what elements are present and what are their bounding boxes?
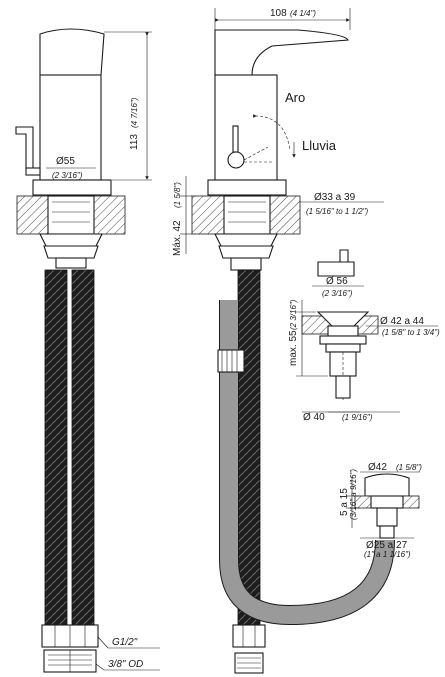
- trap-diameter-inch: (1 5/8"): [396, 463, 422, 472]
- diverter-lever: [232, 125, 239, 153]
- trap-hole-label: Ø25 a 27: [366, 540, 408, 551]
- left-hose-2: [71, 269, 95, 626]
- drain-tail-label: Ø 40: [303, 412, 325, 423]
- right-hose-dark: [237, 269, 261, 626]
- hole-diameter-inch: (1 5/16" to 1 1/2"): [306, 207, 368, 216]
- max-thickness-label: Máx. 42: [172, 220, 183, 256]
- drain-top-diameter-inch: (2 3/16"): [322, 289, 353, 298]
- left-side-view: 113 (4 7/16") Ø55 (2 3/16") G1/2" 3/8" O…: [15, 28, 160, 673]
- height-dimension-label: 113: [129, 134, 140, 150]
- drain-max-inch: (2 3/16"): [289, 299, 298, 330]
- width-dimension-inch: (4 1/4"): [290, 9, 316, 18]
- right-side-view: 108 (4 1/4") Aro Lluvia Máx. 42 (1 5/8")…: [172, 8, 395, 674]
- left-base-flange: [32, 179, 112, 196]
- left-spout-body: [39, 74, 102, 181]
- trap-diameter-label: Ø42: [368, 462, 387, 473]
- left-hose-1: [44, 269, 68, 626]
- right-lever-handle: [214, 29, 349, 76]
- drain-tail-inch: (1 9/16"): [342, 413, 373, 422]
- aro-label: Aro: [285, 90, 305, 105]
- left-side-lever: [15, 126, 34, 171]
- drain-max-label: max. 55: [288, 330, 299, 366]
- diverter-knob: [227, 151, 245, 169]
- drain-detail: Ø 56 (2 3/16") max. 55 (2 3/16") Ø 42 a …: [288, 249, 440, 423]
- right-fitting-upper: [232, 624, 266, 648]
- base-diameter-label: Ø55: [56, 156, 75, 167]
- drain-hole-inch: (1 5/8" to 1 3/4"): [382, 328, 440, 337]
- hole-diameter-label: Ø33 a 39: [314, 192, 356, 203]
- left-handle: [39, 28, 105, 76]
- drain-hole-label: Ø 42 a 44: [380, 316, 424, 327]
- trap-thickness-label: 5 a 15: [339, 488, 350, 516]
- right-base-flange: [207, 179, 287, 196]
- width-dimension-label: 108: [270, 8, 287, 19]
- max-thickness-inch: (1 5/8"): [173, 182, 182, 208]
- drain-top-diameter: Ø 56: [326, 276, 348, 287]
- trap-detail: Ø42 (1 5/8") 5 a 15 (3/16" a 9/16") Ø25 …: [339, 462, 422, 559]
- thread-g-label: G1/2": [112, 637, 138, 648]
- hose-clip: [217, 349, 245, 373]
- height-dimension-inch: (4 7/16"): [130, 97, 139, 128]
- trap-hole-inch: (1" a 1 1/16"): [364, 550, 411, 559]
- hose-od-label: 3/8" OD: [108, 659, 143, 670]
- right-spout-body: [214, 74, 278, 181]
- right-mounting-nut: [214, 233, 278, 247]
- left-mounting-nut: [39, 233, 103, 247]
- trap-flange: [364, 473, 410, 497]
- trap-thickness-inch: (3/16" a 9/16"): [349, 469, 358, 520]
- lluvia-label: Lluvia: [302, 138, 337, 153]
- drain-cap: [317, 261, 355, 277]
- base-diameter-inch: (2 3/16"): [52, 171, 83, 180]
